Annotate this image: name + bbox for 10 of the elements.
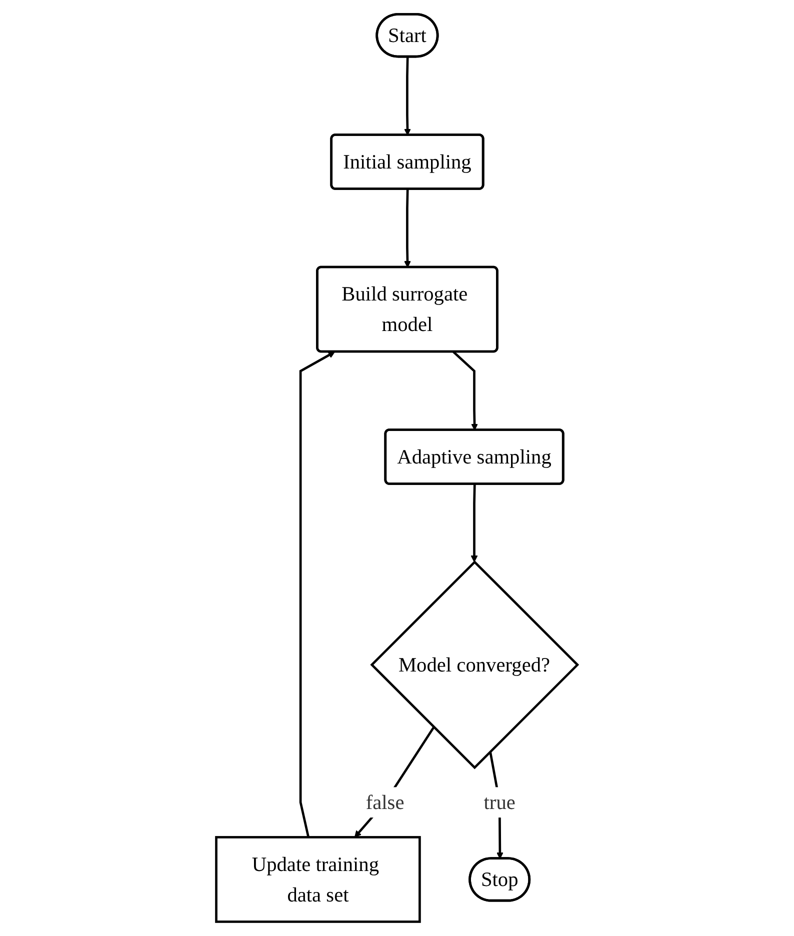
- arrow: [452, 351, 478, 430]
- node-diamond: Model converged?: [370, 560, 580, 770]
- arrow: [354, 726, 435, 838]
- arrow: [404, 56, 412, 136]
- arrow: [470, 484, 478, 562]
- edge-label: false: [366, 791, 404, 814]
- node-box: Update training data set: [215, 836, 422, 923]
- edge-label: true: [484, 791, 516, 814]
- arrow: [404, 189, 412, 268]
- arrow: [300, 352, 336, 838]
